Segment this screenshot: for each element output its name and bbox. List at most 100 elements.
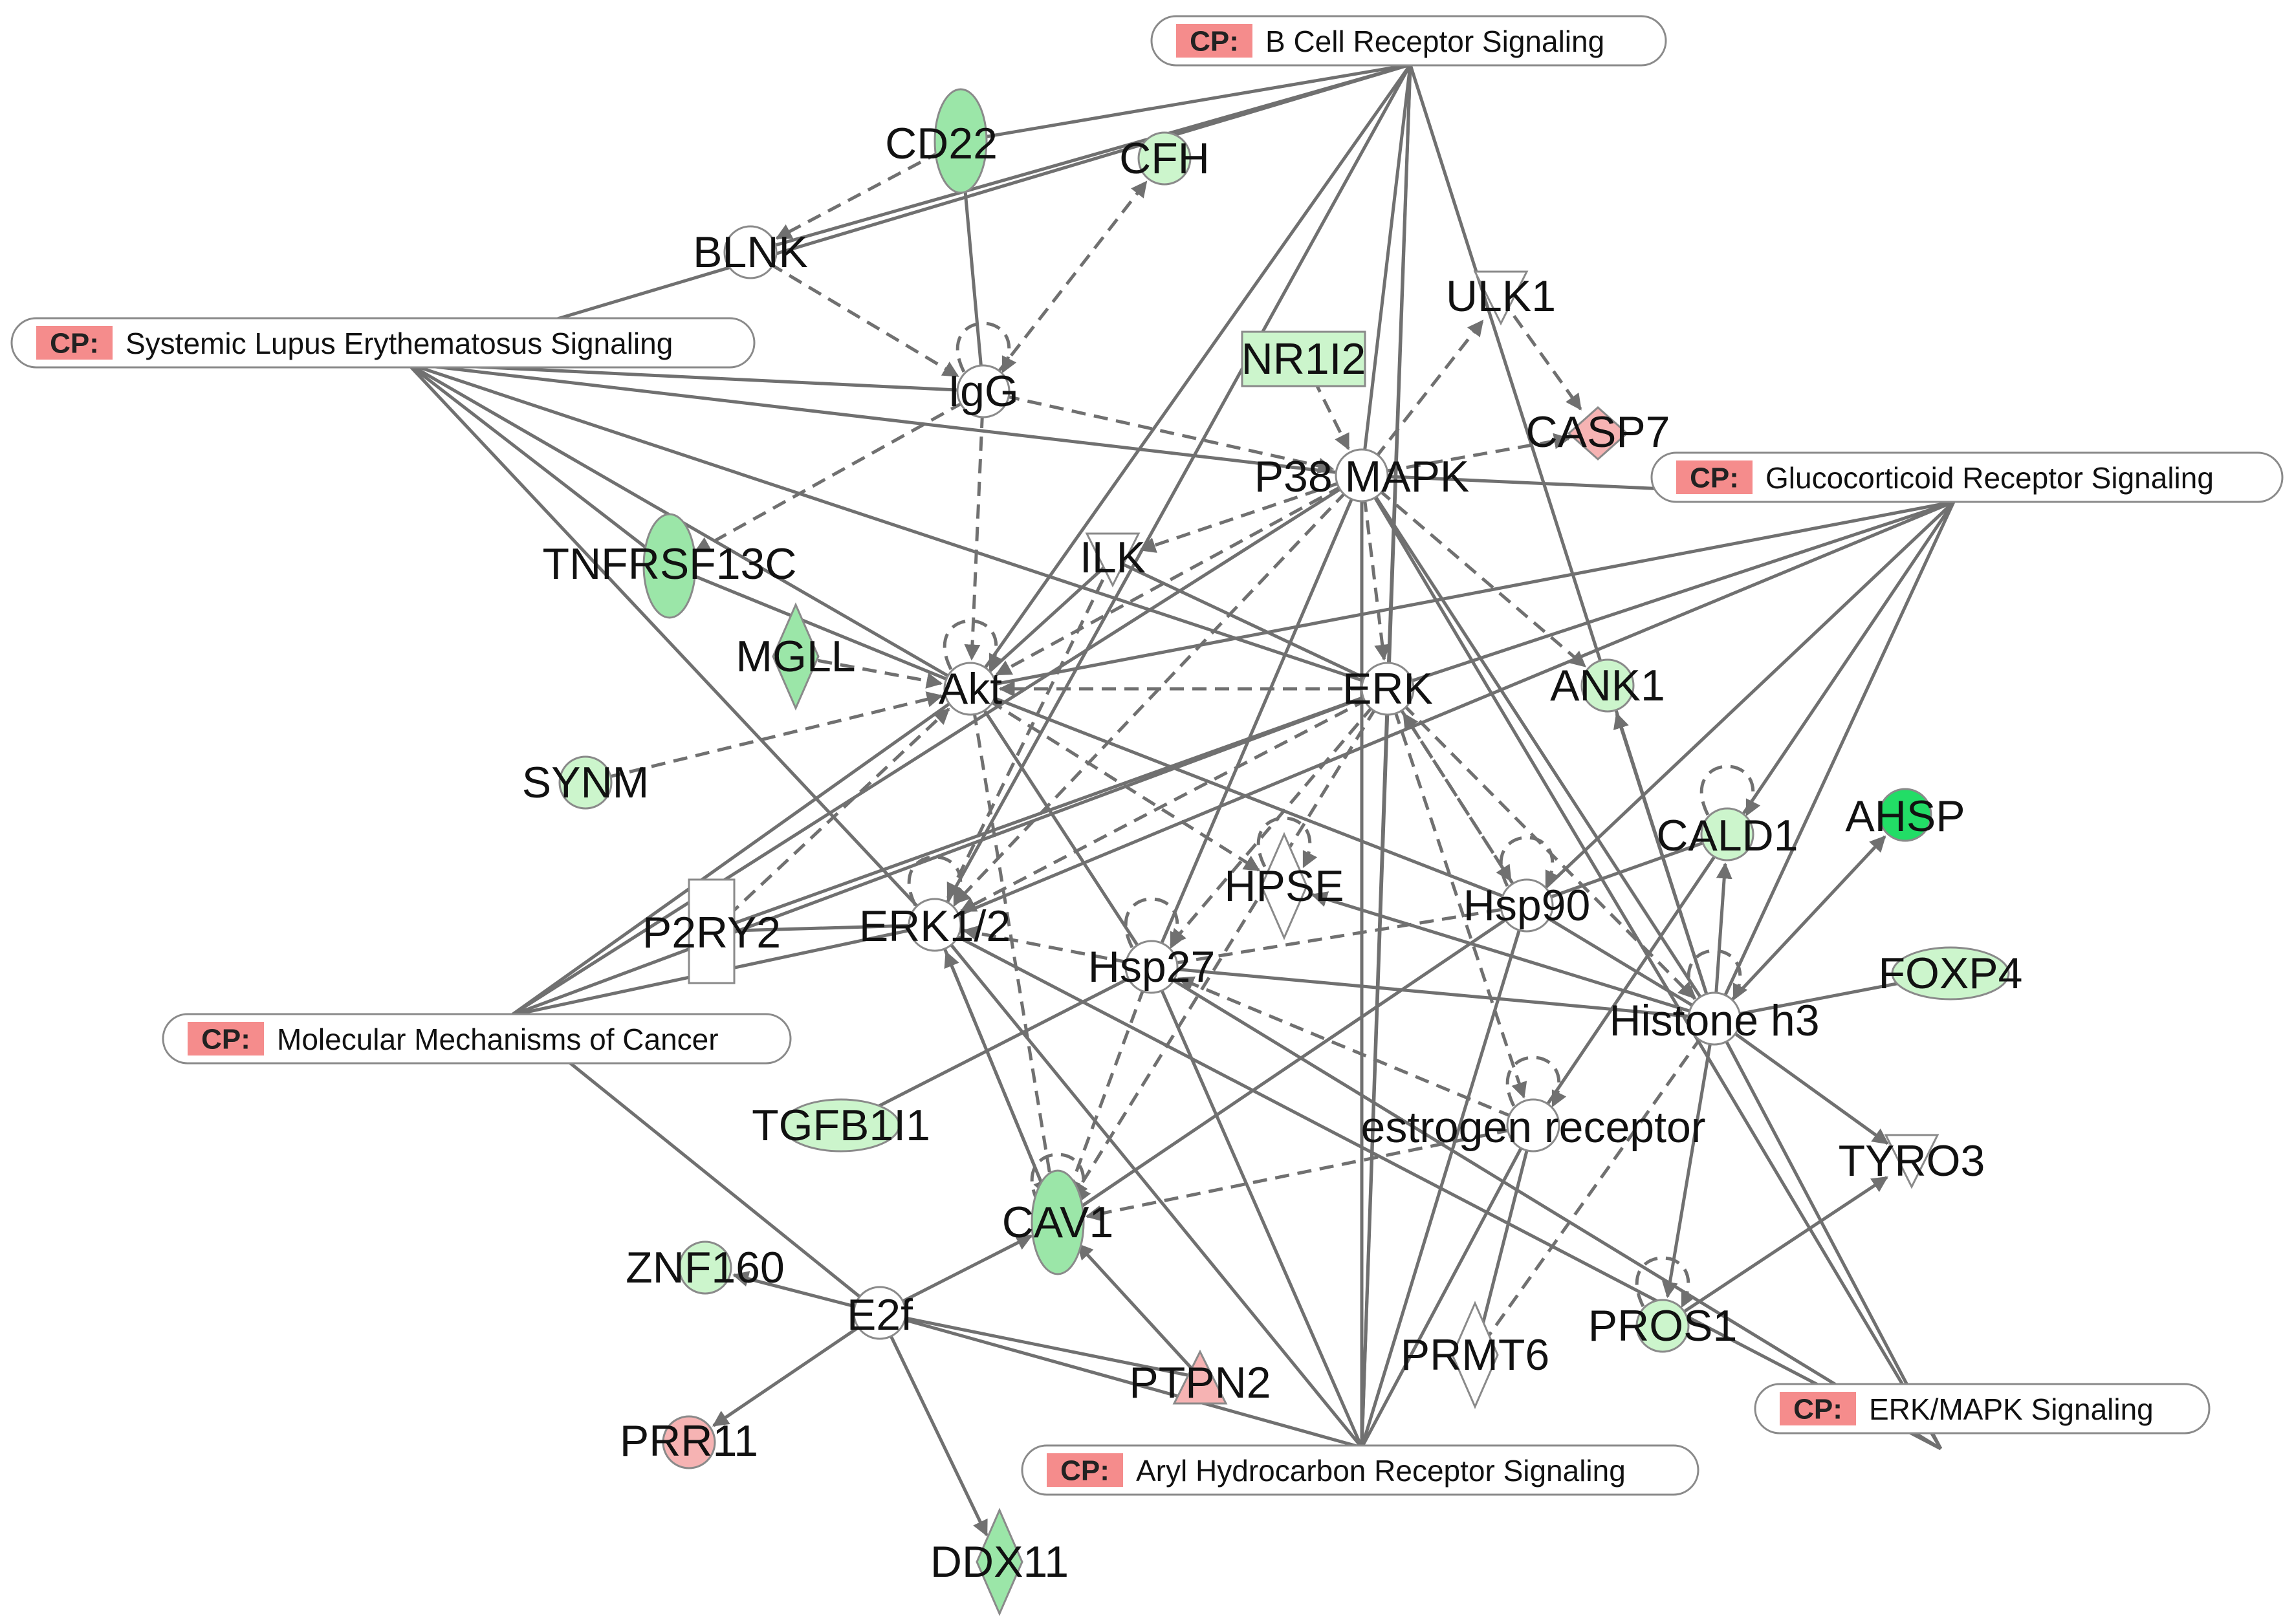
node-shape-CD22[interactable] bbox=[934, 88, 988, 194]
edge-P38MAPK-Hsp27 bbox=[1150, 475, 1364, 968]
node-label-TYRO3: TYRO3 bbox=[1839, 1136, 1985, 1186]
self-loop-IgG bbox=[956, 321, 1017, 374]
node-shape-TYRO3[interactable] bbox=[1884, 1134, 1939, 1189]
edge-P38MAPK-ILK bbox=[1139, 473, 1362, 553]
node-shape-IgG[interactable] bbox=[956, 364, 1010, 418]
node-label-CASP7: CASP7 bbox=[1526, 407, 1670, 457]
edge-ILK-ERK bbox=[1111, 558, 1389, 691]
edge-CAV1-ERK12 bbox=[944, 951, 1060, 1223]
self-loop-Histoneh3 bbox=[1687, 949, 1748, 1001]
node-label-ULK1: ULK1 bbox=[1446, 272, 1556, 321]
pathway-cp-tag bbox=[1676, 460, 1753, 494]
node-shape-MGLL[interactable] bbox=[772, 602, 820, 711]
node-shape-TNFRSF13C[interactable] bbox=[642, 513, 697, 619]
self-loop-CALD1 bbox=[1699, 764, 1761, 817]
node-shape-ULK1[interactable] bbox=[1473, 270, 1529, 326]
node-label-TNFRSF13C: TNFRSF13C bbox=[543, 539, 797, 589]
node-shape-NR1I2[interactable] bbox=[1241, 330, 1366, 387]
edge-Akt-HPSE bbox=[969, 687, 1261, 872]
edge-bcr-ERK12 bbox=[933, 63, 1412, 926]
node-shape-Hsp27[interactable] bbox=[1124, 940, 1179, 994]
edge-BLNK-IgG bbox=[749, 250, 959, 378]
node-shape-SYNM[interactable] bbox=[558, 755, 613, 810]
pathway-cp-tag bbox=[1047, 1453, 1123, 1487]
node-shape-PROS1[interactable] bbox=[1635, 1299, 1690, 1353]
node-label-Hsp90: Hsp90 bbox=[1463, 881, 1591, 930]
node-shape-AHSP[interactable] bbox=[1878, 788, 1932, 842]
edge-estrogen-CAV1 bbox=[1085, 1123, 1534, 1222]
pathway-label: ERK/MAPK Signaling bbox=[1869, 1392, 2154, 1426]
node-label-ILK: ILK bbox=[1080, 533, 1146, 582]
self-loop-CAV1 bbox=[1030, 1153, 1091, 1205]
edge-Akt-Hsp90 bbox=[970, 687, 1527, 907]
node-shape-ZNF160[interactable] bbox=[678, 1240, 732, 1295]
edge-PTPN2-CAV1 bbox=[1076, 1243, 1201, 1379]
node-shape-FOXP4[interactable] bbox=[1891, 946, 2010, 1001]
node-shape-TGFB1I1[interactable] bbox=[781, 1098, 901, 1153]
edge-E2f-PTPN2 bbox=[879, 1311, 1201, 1380]
edge-Hsp90-CAV1 bbox=[1056, 904, 1528, 1224]
edge-Hsp90-Histoneh3 bbox=[1525, 904, 1716, 1021]
edge-ULK1-CASP7 bbox=[1499, 296, 1582, 411]
edge-bcr-P38MAPK bbox=[1360, 64, 1412, 476]
edge-ERK-CAV1 bbox=[1072, 687, 1390, 1198]
node-shape-P2RY2[interactable] bbox=[688, 878, 736, 984]
pathway-box-ahr[interactable]: CP:Aryl Hydrocarbon Receptor Signaling bbox=[1021, 1444, 1699, 1496]
edge-sle-ERK bbox=[407, 362, 1388, 691]
pathway-box-mmc[interactable]: CP:Molecular Mechanisms of Cancer bbox=[162, 1013, 792, 1065]
node-shape-Hsp90[interactable] bbox=[1500, 878, 1554, 933]
pathway-cp-tag-label: CP: bbox=[1060, 1455, 1109, 1487]
node-label-CALD1: CALD1 bbox=[1656, 811, 1798, 860]
node-label-ANK1: ANK1 bbox=[1550, 661, 1665, 710]
pathway-cp-tag bbox=[1780, 1392, 1856, 1425]
pathway-cp-tag bbox=[36, 326, 113, 360]
edge-P38MAPK-Akt bbox=[995, 473, 1363, 677]
node-shape-Histoneh3[interactable] bbox=[1687, 991, 1742, 1046]
pathway-cp-tag-label: CP: bbox=[1190, 26, 1239, 58]
node-shape-ANK1[interactable] bbox=[1580, 658, 1635, 713]
edge-erkmapk-Hsp27 bbox=[1150, 965, 1942, 1451]
node-shape-ILK[interactable] bbox=[1085, 532, 1141, 588]
pathway-cp-tag-label: CP: bbox=[50, 328, 99, 360]
node-label-PRR11: PRR11 bbox=[620, 1416, 758, 1466]
node-shape-Akt[interactable] bbox=[943, 662, 998, 716]
pathway-box-frame bbox=[1754, 1383, 2211, 1435]
node-shape-PTPN2[interactable] bbox=[1172, 1349, 1228, 1405]
node-label-PTPN2: PTPN2 bbox=[1129, 1358, 1271, 1407]
node-shape-PRMT6[interactable] bbox=[1451, 1301, 1499, 1409]
node-shape-DDX11[interactable] bbox=[976, 1508, 1023, 1616]
edge-ahr-ERK12 bbox=[934, 924, 1363, 1449]
node-shape-CFH[interactable] bbox=[1137, 131, 1192, 186]
node-shape-estrogen[interactable] bbox=[1506, 1098, 1560, 1153]
node-shape-BLNK[interactable] bbox=[723, 225, 778, 279]
node-shape-P38MAPK[interactable] bbox=[1335, 448, 1389, 503]
edge-TGFB1I1-Hsp27 bbox=[840, 965, 1153, 1127]
edge-ERK12-P2RY2 bbox=[711, 923, 935, 933]
node-shape-CAV1[interactable] bbox=[1031, 1169, 1085, 1275]
edge-estrogen-Hsp27 bbox=[1177, 976, 1534, 1127]
node-shape-ERK[interactable] bbox=[1360, 662, 1415, 716]
pathway-box-erkmapk[interactable]: CP: ERK/MAPK Signaling bbox=[1754, 1383, 2211, 1435]
node-label-estrogen: estrogen receptor bbox=[1361, 1103, 1706, 1152]
pathway-box-sle[interactable]: CP:Systemic Lupus Erythematosus Signalin… bbox=[10, 317, 756, 369]
node-label-ERK: ERK bbox=[1342, 664, 1433, 713]
node-shape-PRR11[interactable] bbox=[662, 1415, 716, 1469]
edge-P38MAPK-ERK bbox=[1360, 475, 1391, 661]
node-shape-ERK12[interactable] bbox=[908, 898, 962, 952]
pathway-box-bcr[interactable]: CP:B Cell Receptor Signaling bbox=[1150, 15, 1667, 67]
pathway-cp-tag-label: CP: bbox=[1793, 1394, 1842, 1425]
edge-E2f-CAV1 bbox=[879, 1234, 1033, 1315]
node-label-ZNF160: ZNF160 bbox=[626, 1243, 785, 1292]
node-label-CFH: CFH bbox=[1119, 134, 1210, 183]
edge-Hsp27-ERK12 bbox=[962, 925, 1152, 969]
node-label-E2f: E2f bbox=[847, 1290, 913, 1339]
edge-Histoneh3-PROS1 bbox=[1662, 1018, 1716, 1299]
edge-TNFRSF13C-Akt bbox=[669, 564, 971, 691]
node-shape-HPSE[interactable] bbox=[1260, 832, 1308, 940]
node-shape-E2f[interactable] bbox=[853, 1286, 907, 1340]
node-shape-CALD1[interactable] bbox=[1700, 807, 1754, 861]
node-shape-CASP7[interactable] bbox=[1567, 406, 1629, 461]
pathway-box-gcr[interactable]: CP:Glucocorticoid Receptor Signaling bbox=[1650, 451, 2284, 503]
